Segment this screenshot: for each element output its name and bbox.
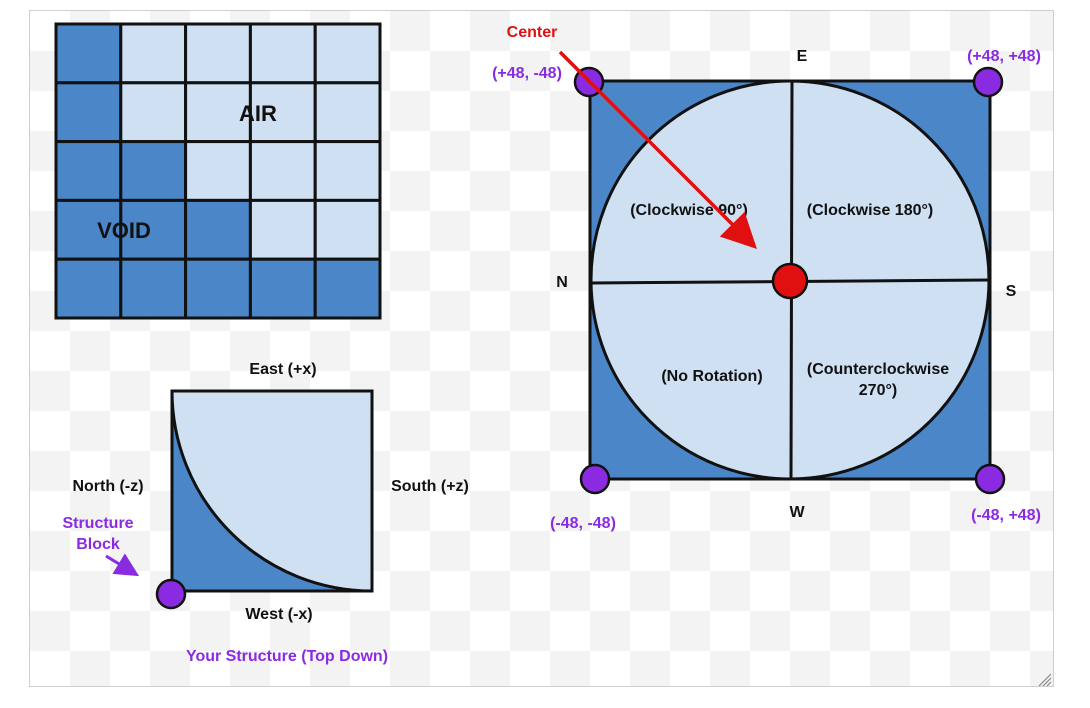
quadrant-top-left-label: (Clockwise 90°) <box>630 202 748 219</box>
grid-cell-light <box>184 81 252 144</box>
structure-block-marker <box>155 578 187 610</box>
grid-cell-dark <box>313 257 382 320</box>
south-label: South (+z) <box>391 478 469 495</box>
structure-quarter-fill <box>170 390 373 593</box>
grid-cell-light <box>313 140 382 202</box>
corner-label-bottom-left: (-48, -48) <box>550 515 616 532</box>
north-label: North (-z) <box>72 478 143 495</box>
structure-block-arrow <box>105 553 140 577</box>
east-label: East (+x) <box>249 361 316 378</box>
corner-marker-top-right <box>972 66 1004 98</box>
quadrant-top-right-label: (Clockwise 180°) <box>807 202 933 219</box>
grid-cell-light <box>248 140 317 202</box>
grid-cell-dark <box>54 81 123 144</box>
air-label: AIR <box>239 101 277 126</box>
grid-cell-dark <box>119 140 188 202</box>
quadrant-bottom-right-label-1: (Counterclockwise <box>807 361 949 378</box>
block-grid <box>54 22 382 320</box>
corner-label-top-right: (+48, +48) <box>967 48 1041 65</box>
quadrant-bottom-left-label: (No Rotation) <box>661 368 762 385</box>
corner-label-top-left: (+48, -48) <box>492 65 562 82</box>
grid-cell-dark <box>184 257 252 320</box>
grid-cell-light <box>119 22 188 85</box>
west-label: West (-x) <box>245 606 312 623</box>
grid-cell-dark <box>248 257 317 320</box>
corner-marker-bottom-right <box>974 463 1006 495</box>
void-label: VOID <box>97 218 151 243</box>
grid-cell-light <box>184 140 252 202</box>
direction-n-label: N <box>556 274 568 291</box>
direction-w-label: W <box>789 504 805 521</box>
center-point <box>771 262 809 300</box>
structure-block-label-2: Block <box>76 536 120 553</box>
grid-cell-light <box>119 81 188 144</box>
grid-cell-dark <box>54 140 123 202</box>
grid-cell-dark <box>119 257 188 320</box>
grid-cell-light <box>248 81 317 144</box>
direction-s-label: S <box>1006 283 1017 300</box>
grid-cell-dark <box>184 198 252 261</box>
grid-cell-light <box>248 198 317 261</box>
grid-cell-light <box>313 81 382 144</box>
structure-block-label-1: Structure <box>62 515 133 532</box>
grid-cell-light <box>313 22 382 85</box>
grid-cell-light <box>248 22 317 85</box>
center-arrow <box>558 50 757 249</box>
corner-marker-bottom-left <box>579 463 611 495</box>
grid-cell-light <box>184 22 252 85</box>
direction-e-label: E <box>797 48 808 65</box>
grid-cell-dark <box>54 22 123 85</box>
grid-cell-dark <box>54 257 123 320</box>
structure-diagram <box>155 389 374 610</box>
corner-label-bottom-right: (-48, +48) <box>971 507 1041 524</box>
structure-outline <box>170 389 374 593</box>
center-label: Center <box>507 24 558 41</box>
grid-cell-light <box>313 198 382 261</box>
quadrant-bottom-right-label-2: 270°) <box>859 382 897 399</box>
resize-grip-icon[interactable] <box>1038 673 1052 687</box>
structure-caption: Your Structure (Top Down) <box>186 648 388 665</box>
